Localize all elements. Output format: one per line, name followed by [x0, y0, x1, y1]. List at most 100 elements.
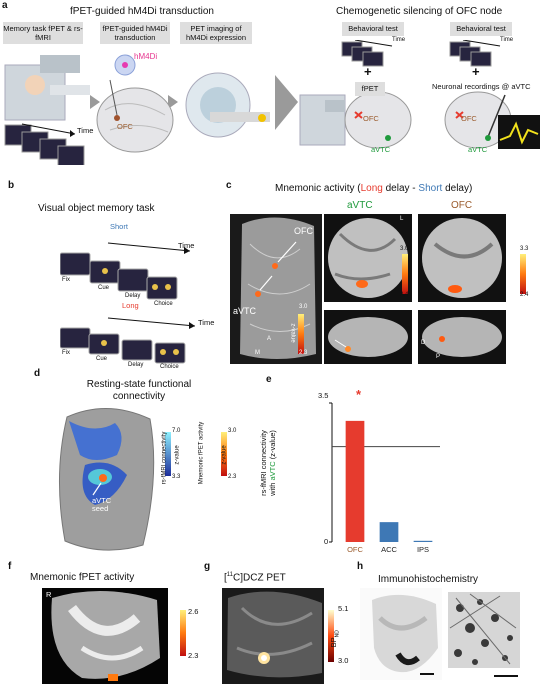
ofc-label-a1: OFC	[117, 122, 133, 131]
avtc-label-a1: aVTC	[371, 145, 391, 154]
panel-e-chart	[329, 402, 440, 543]
scale-f-min: 2.3	[188, 651, 199, 660]
colorbar-c2	[402, 254, 408, 294]
task-screens-1	[4, 123, 85, 165]
ofc-label-a2: OFC	[363, 114, 379, 123]
neuronal-recordings-label: Neuronal recordings @ aVTC	[432, 82, 531, 91]
short-label: Short	[110, 222, 128, 231]
col-ofc-label: OFC	[451, 200, 473, 211]
pet-scanner-2-icon	[185, 72, 270, 138]
panel-g-letter: g	[204, 561, 211, 572]
cue-label-2: Cue	[96, 356, 108, 362]
orient-a: A	[267, 336, 272, 342]
box-behavioral-1: Behavioral test	[342, 22, 404, 36]
fix-label-2: Fix	[62, 350, 70, 356]
tick-top: 3.5	[318, 391, 329, 400]
long-label: Long	[122, 301, 139, 310]
orient-l: L	[400, 216, 404, 222]
panel-e-letter: e	[266, 374, 272, 385]
orient-d: D	[421, 340, 426, 346]
task-screens-3	[449, 40, 501, 67]
panel-d-letter: d	[34, 368, 41, 379]
time-label-1: Time	[77, 126, 94, 135]
scale-g-unit: BPND	[328, 630, 341, 648]
delay-label-1: Delay	[125, 293, 141, 299]
box-memory-task: Memory task fPET & rs-fMRI	[3, 22, 83, 44]
orient-p: P	[436, 354, 441, 360]
mn-min: 2.3	[228, 474, 237, 480]
cue-label-1: Cue	[98, 285, 110, 291]
significance-star: *	[356, 387, 362, 402]
flow-arrow-1-icon	[90, 95, 100, 109]
panel-b-letter: b	[8, 180, 15, 191]
scale-c2-max: 3.0	[400, 246, 409, 252]
time-label-3: Time	[500, 37, 514, 43]
category-label-ips: IPS	[416, 545, 430, 554]
task-screens-2	[341, 40, 393, 67]
panel-h-images	[360, 588, 520, 680]
panel-b-title: Visual object memory task	[38, 203, 155, 214]
brain-1-icon	[96, 54, 174, 153]
panel-a-title-left: fPET-guided hM4Di transduction	[70, 6, 214, 17]
panel-d-image	[59, 408, 227, 551]
mn-label: Mnemonic fPET activity	[198, 421, 205, 485]
panel-c-letter: c	[226, 180, 232, 191]
panel-h-title: Immunohistochemistry	[378, 574, 479, 585]
colorbar-f	[180, 610, 186, 656]
ofc-label-a3: OFC	[461, 114, 477, 123]
plus-1: +	[364, 64, 372, 79]
choice-label-2: Choice	[160, 364, 179, 370]
bar-ofc	[345, 420, 365, 542]
panel-f-image	[42, 588, 186, 684]
scale-c1-min: 2.3	[299, 350, 308, 356]
rs-min: 3.3	[172, 474, 181, 480]
panel-c-images	[230, 214, 526, 364]
scale-c3-max: 3.3	[520, 246, 529, 252]
fix-label-1: Fix	[62, 277, 70, 283]
bar-ips	[413, 540, 433, 542]
avtc-label-a2: aVTC	[468, 145, 488, 154]
orient-m: M	[255, 350, 260, 356]
col-avtc-label: aVTC	[347, 200, 373, 211]
behavioral-setup-1-icon	[299, 94, 346, 146]
scale-c2-min: 2.4	[400, 292, 409, 298]
pet-scanner-1-icon	[4, 55, 90, 121]
panel-a-title-right: Chemogenetic silencing of OFC node	[336, 6, 503, 17]
box-transduction: fPET-guided hM4Di transduction	[100, 22, 170, 44]
category-label-acc: ACC	[381, 545, 397, 554]
scale-g-max: 5.1	[338, 604, 349, 613]
panel-f-title: Mnemonic fPET activity	[30, 572, 135, 583]
panel-d-title: Resting-state functional connectivity	[86, 379, 192, 402]
colorbar-c3	[520, 254, 526, 294]
bar-acc	[379, 522, 399, 542]
panel-g-title: [11C]DCZ PET	[224, 572, 286, 584]
colorbar-g	[328, 610, 334, 662]
mn-unit: z-value	[221, 445, 228, 465]
mn-max: 3.0	[228, 428, 237, 434]
colorbar-d-rs	[165, 432, 171, 476]
panel-c-title: Mnemonic activity (Long delay - Short de…	[275, 183, 473, 194]
rs-label: rs-fMRI connectivity	[161, 431, 168, 485]
scale-f-max: 2.6	[188, 607, 199, 616]
panel-f-letter: f	[8, 561, 12, 572]
colorbar-c1	[298, 314, 304, 354]
zvalue-label-c: z-value	[289, 323, 296, 343]
avtc-label-c: aVTC	[233, 306, 257, 316]
scale-c1-max: 3.0	[299, 304, 308, 310]
fpet-box: fPET	[355, 82, 385, 96]
time-label-2: Time	[392, 37, 406, 43]
avtc-seed-label: aVTC seed	[92, 496, 112, 513]
rs-max: 7.0	[172, 428, 181, 434]
scale-c3-min: 2.4	[520, 292, 529, 298]
panel-e-ylabel: rs-fMRI connectivity with aVTC (z-value)	[258, 430, 277, 496]
panel-a-illustration	[4, 40, 540, 165]
choice-label-1: Choice	[154, 301, 173, 307]
panel-g-image	[222, 588, 334, 684]
neural-recording-trace-icon	[498, 115, 540, 149]
time-label-long: Time	[198, 318, 215, 327]
colorbar-d-mn	[221, 432, 227, 476]
flow-arrow-2-icon	[168, 95, 178, 109]
flow-arrow-3-icon	[275, 75, 298, 130]
scale-g-min: 3.0	[338, 656, 349, 665]
